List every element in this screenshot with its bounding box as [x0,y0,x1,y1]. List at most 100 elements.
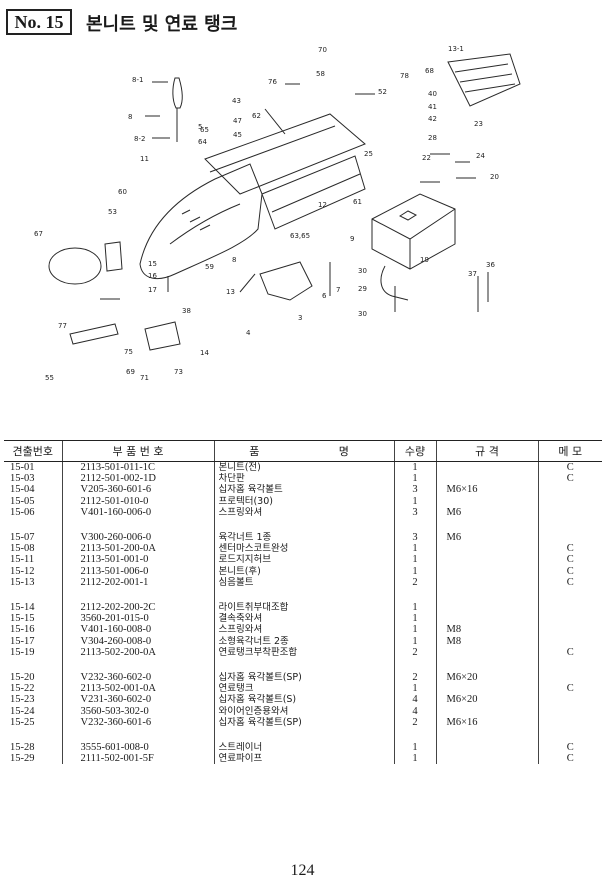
group-spacer [4,588,602,603]
part-no-cell: 2113-501-200-0A [61,543,214,555]
spec-cell [435,602,538,614]
mascot-drawing [172,77,183,109]
spec-cell: M6×16 [435,484,538,496]
callout-label: 69 [126,368,135,376]
spec-cell [435,473,538,485]
ref-no-cell: 15-19 [10,646,35,658]
spec-cell [435,646,538,659]
part-name-cell: 라이트취부대조합 [213,602,394,614]
page-number: 124 [290,862,315,879]
col-header-spec: 규 격 [435,440,538,462]
ref-no-cell: 15-04 [10,484,35,496]
col-header-name-b: 명 [294,440,394,462]
ref-no-cell: 15-28 [10,742,35,754]
part-name-cell: 십자홈 육각볼트(S) [213,694,394,706]
qty-cell: 1 [393,635,436,647]
memo-cell: C [537,576,602,589]
part-name-cell: 와이어인층용와셔 [213,705,394,717]
part-name-cell: 결속축와셔 [213,613,394,625]
panel-drawing [447,53,521,107]
qty-cell: 3 [393,506,436,519]
spec-cell [435,554,538,566]
spec-cell: M8 [435,624,538,636]
ref-no-cell: 15-20 [10,672,35,684]
callout-label: 52 [378,88,387,96]
spec-cell [435,565,538,577]
ref-no-cell: 15-14 [10,602,35,614]
memo-cell [537,613,602,625]
callout-label: 24 [476,152,485,160]
ref-no-cell: 15-17 [10,635,35,647]
spec-cell: M6×20 [435,694,538,706]
callout-label: 36 [486,261,495,269]
col-header-qty: 수량 [393,440,436,462]
spec-cell [435,613,538,625]
part-no-cell: 3560-503-302-0 [61,705,214,717]
part-name-cell: 십자홈 육각볼트(SP) [213,672,394,684]
col-header-name-a: 품 [213,440,294,462]
memo-cell: C [537,543,602,555]
memo-cell [537,506,602,519]
callout-label: 63,65 [290,232,310,240]
callout-label: 8 [232,256,236,264]
qty-cell: 3 [393,484,436,496]
qty-cell: 2 [393,576,436,589]
ref-no-cell: 15-11 [10,554,35,566]
callout-label: 9 [350,235,354,243]
qty-cell: 1 [393,565,436,577]
callout-label: 37 [468,270,477,278]
callout-label: 71 [140,374,149,382]
callout-label: 23 [474,120,483,128]
part-no-cell: 2113-501-011-1C [61,461,214,474]
memo-cell [537,694,602,706]
callout-label: 16 [148,272,157,280]
memo-cell [537,495,602,507]
callout-label: 12 [318,201,327,209]
callout-label: 38 [182,307,191,315]
ref-no-cell: 15-01 [10,462,35,473]
memo-cell [537,532,602,544]
callout-label: 5 [198,123,202,131]
table-header-row: 견출번호 부 품 번 호 품 명 수량 규 격 메 모 [4,440,602,462]
callout-label: 19 [420,256,429,264]
memo-cell: C [537,565,602,577]
spec-cell [435,495,538,507]
qty-cell: 1 [393,753,436,765]
memo-cell: C [537,753,602,765]
ref-no-cell: 15-24 [10,705,35,717]
memo-cell: C [537,683,602,695]
memo-cell [537,705,602,717]
part-no-cell: 2111-502-001-5F [61,753,214,765]
callout-label: 55 [45,374,54,382]
ref-no-cell: 15-16 [10,624,35,636]
part-no-cell: 2112-202-001-1 [61,576,214,589]
hood-rear-drawing [261,155,366,230]
callout-label: 75 [124,348,133,356]
part-name-cell: 육각너트 1종 [213,532,394,544]
part-name-cell: 연료탱크부착판조합 [213,646,394,659]
col-header-part-no: 부 품 번 호 [61,440,214,462]
callout-label: 47 [233,117,242,125]
callout-label: 25 [364,150,373,158]
callout-label: 73 [174,368,183,376]
part-no-cell: V205-360-601-6 [61,484,214,496]
part-name-cell: 십자홈 육각볼트(SP) [213,716,394,729]
callout-label: 28 [428,134,437,142]
spec-cell: M6×20 [435,672,538,684]
qty-cell: 1 [393,543,436,555]
callout-label: 76 [268,78,277,86]
part-name-cell: 심음볼트 [213,576,394,589]
